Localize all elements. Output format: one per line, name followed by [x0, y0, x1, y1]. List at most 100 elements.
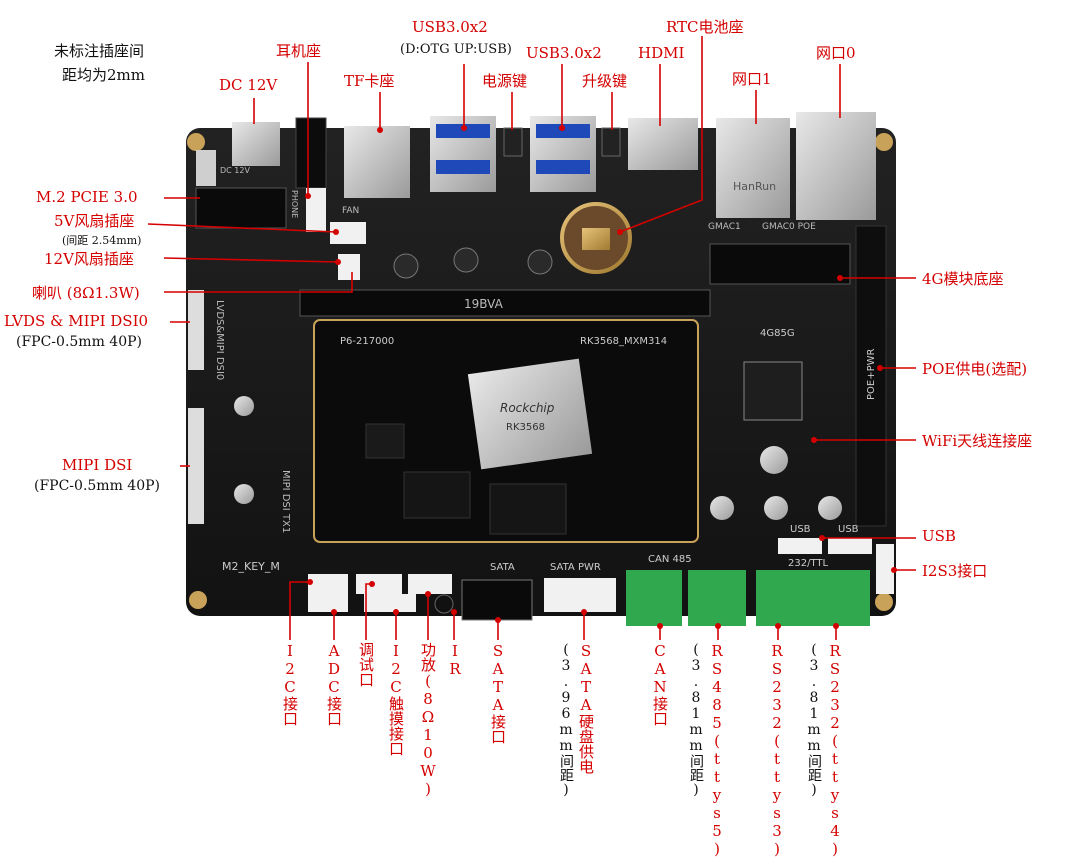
dot-usb-a [461, 125, 467, 131]
som-model-silk: RK3568_MXM314 [580, 336, 667, 347]
rtc-clip [582, 228, 610, 250]
chip-brand-silk: Rockchip [500, 401, 555, 415]
poe-strip [855, 225, 887, 527]
label-usb-b: USB3.0x2 [526, 44, 602, 62]
label-ir: IR [446, 642, 464, 678]
label-speaker: 喇叭 (8Ω1.3W) [32, 284, 140, 302]
usb-a-port-2 [436, 160, 490, 174]
silk-mipi: MIPI DSI TX1 [280, 470, 291, 534]
usb-b-port-2 [536, 160, 590, 174]
dot-rtc [617, 229, 623, 235]
ram-chip-1 [403, 471, 471, 519]
tf-card-slot [344, 126, 410, 198]
debug-connector [356, 574, 402, 594]
silk-gmac1: GMAC1 [708, 222, 741, 232]
label-eth0: 网口0 [816, 44, 856, 62]
label-sata-pwr: SATA硬盘供电 [577, 642, 595, 774]
silk-fan: FAN [342, 206, 360, 216]
leader-i2c [289, 581, 310, 640]
label-i2c-touch: I2C触摸接口 [387, 642, 405, 756]
standoff-3 [764, 496, 788, 520]
label-i2s3: I2S3接口 [922, 562, 988, 580]
label-amp: 功放(8Ω10W) [419, 642, 437, 798]
dot-usb [819, 535, 825, 541]
cap-2 [453, 247, 479, 273]
poe-silk: POE+PWR [866, 348, 877, 400]
silk-lvds: LVDS&MIPI DSI0 [214, 300, 225, 381]
dot-amp [425, 591, 431, 597]
label-fan5v: 5V风扇插座 [54, 212, 135, 230]
wifi-module [743, 361, 803, 421]
rs485-terminal [688, 570, 746, 626]
standoff-1 [760, 446, 788, 474]
soc-chip [467, 358, 593, 470]
label-4g: 4G模块底座 [922, 270, 1004, 288]
dot-adc [331, 609, 337, 615]
mount-hole-tr [875, 133, 893, 151]
dot-sata [495, 617, 501, 623]
leader-speaker [164, 272, 353, 293]
label-rs485: RS485(ttys5) [708, 642, 726, 858]
leader-lines [147, 36, 916, 640]
leader-dots [305, 125, 897, 629]
dot-i2c-touch [393, 609, 399, 615]
adc-connector [308, 594, 348, 612]
mount-hole-bl [189, 591, 207, 609]
rs232ttl-silk: 232/TTL [788, 558, 828, 569]
label-usb-a: USB3.0x2 [412, 18, 488, 36]
dot-debug [369, 581, 375, 587]
label-lvds: LVDS & MIPI DSI0 [4, 312, 149, 330]
som-silk: P6-217000 [340, 336, 394, 347]
emmc-chip [365, 423, 405, 459]
capacitor [196, 150, 216, 186]
lvds-fpc-connector [188, 290, 204, 370]
dot-earphone [305, 193, 311, 199]
cap-1 [393, 253, 419, 279]
amp-connector [408, 574, 452, 594]
dot-fan12v [335, 259, 341, 265]
m2-pcie-slot [195, 187, 287, 229]
ram-chip-2 [489, 483, 567, 535]
label-can: CAN接口 [651, 642, 669, 726]
silk-gmac0: GMAC0 POE [762, 222, 816, 232]
dot-fan5v [333, 229, 339, 235]
hdmi-port [628, 118, 698, 170]
label-wifi: WiFi天线连接座 [922, 432, 1033, 450]
label-hdmi: HDMI [638, 44, 685, 62]
dot-4g [837, 275, 843, 281]
label-rs485-sub: (3.81mm间距) [688, 642, 704, 798]
can-terminal [626, 570, 682, 626]
label-dc: DC 12V [219, 76, 278, 94]
dot-wifi [811, 437, 817, 443]
dot-rs232a [775, 623, 781, 629]
earphone-jack [295, 117, 327, 189]
sata-pwr-connector [544, 578, 616, 612]
m2-key-silk: M2_KEY_M [222, 560, 280, 573]
cap-3 [527, 249, 553, 275]
phone-connector [306, 188, 326, 232]
board-diagram: HanRun 19BVA P6-217000 RK3568_MXM314 Roc… [147, 36, 916, 640]
label-adc: ADC接口 [325, 642, 343, 726]
upgrade-button [601, 127, 621, 157]
usb-b-port-1 [536, 124, 590, 138]
label-poe: POE供电(选配) [922, 360, 1028, 378]
label-fan5v-sub: (间距 2.54mm) [62, 234, 142, 247]
usb1-silk: USB [790, 524, 811, 535]
standoff-2 [710, 496, 734, 520]
ethernet-1 [716, 118, 790, 218]
sata-connector [461, 579, 533, 621]
i2c-connector [308, 574, 348, 594]
silk-dc: DC 12V [220, 166, 250, 175]
label-rs232b: RS232(ttys4) [826, 642, 844, 858]
label-fan12v: 12V风扇插座 [44, 250, 134, 268]
label-usb-a-sub: (D:OTG UP:USB) [400, 42, 512, 57]
dot-rs485 [715, 623, 721, 629]
lte-silk: 4G85G [760, 328, 795, 339]
label-tf: TF卡座 [344, 72, 395, 90]
label-sata-pwr-sub: (3.96mm间距) [558, 642, 574, 798]
eth-brand-silk: HanRun [733, 180, 776, 193]
power-button [503, 127, 523, 157]
note-line2: 距均为2mm [62, 66, 145, 84]
label-usb: USB [922, 527, 956, 545]
usb2-silk: USB [838, 524, 859, 535]
